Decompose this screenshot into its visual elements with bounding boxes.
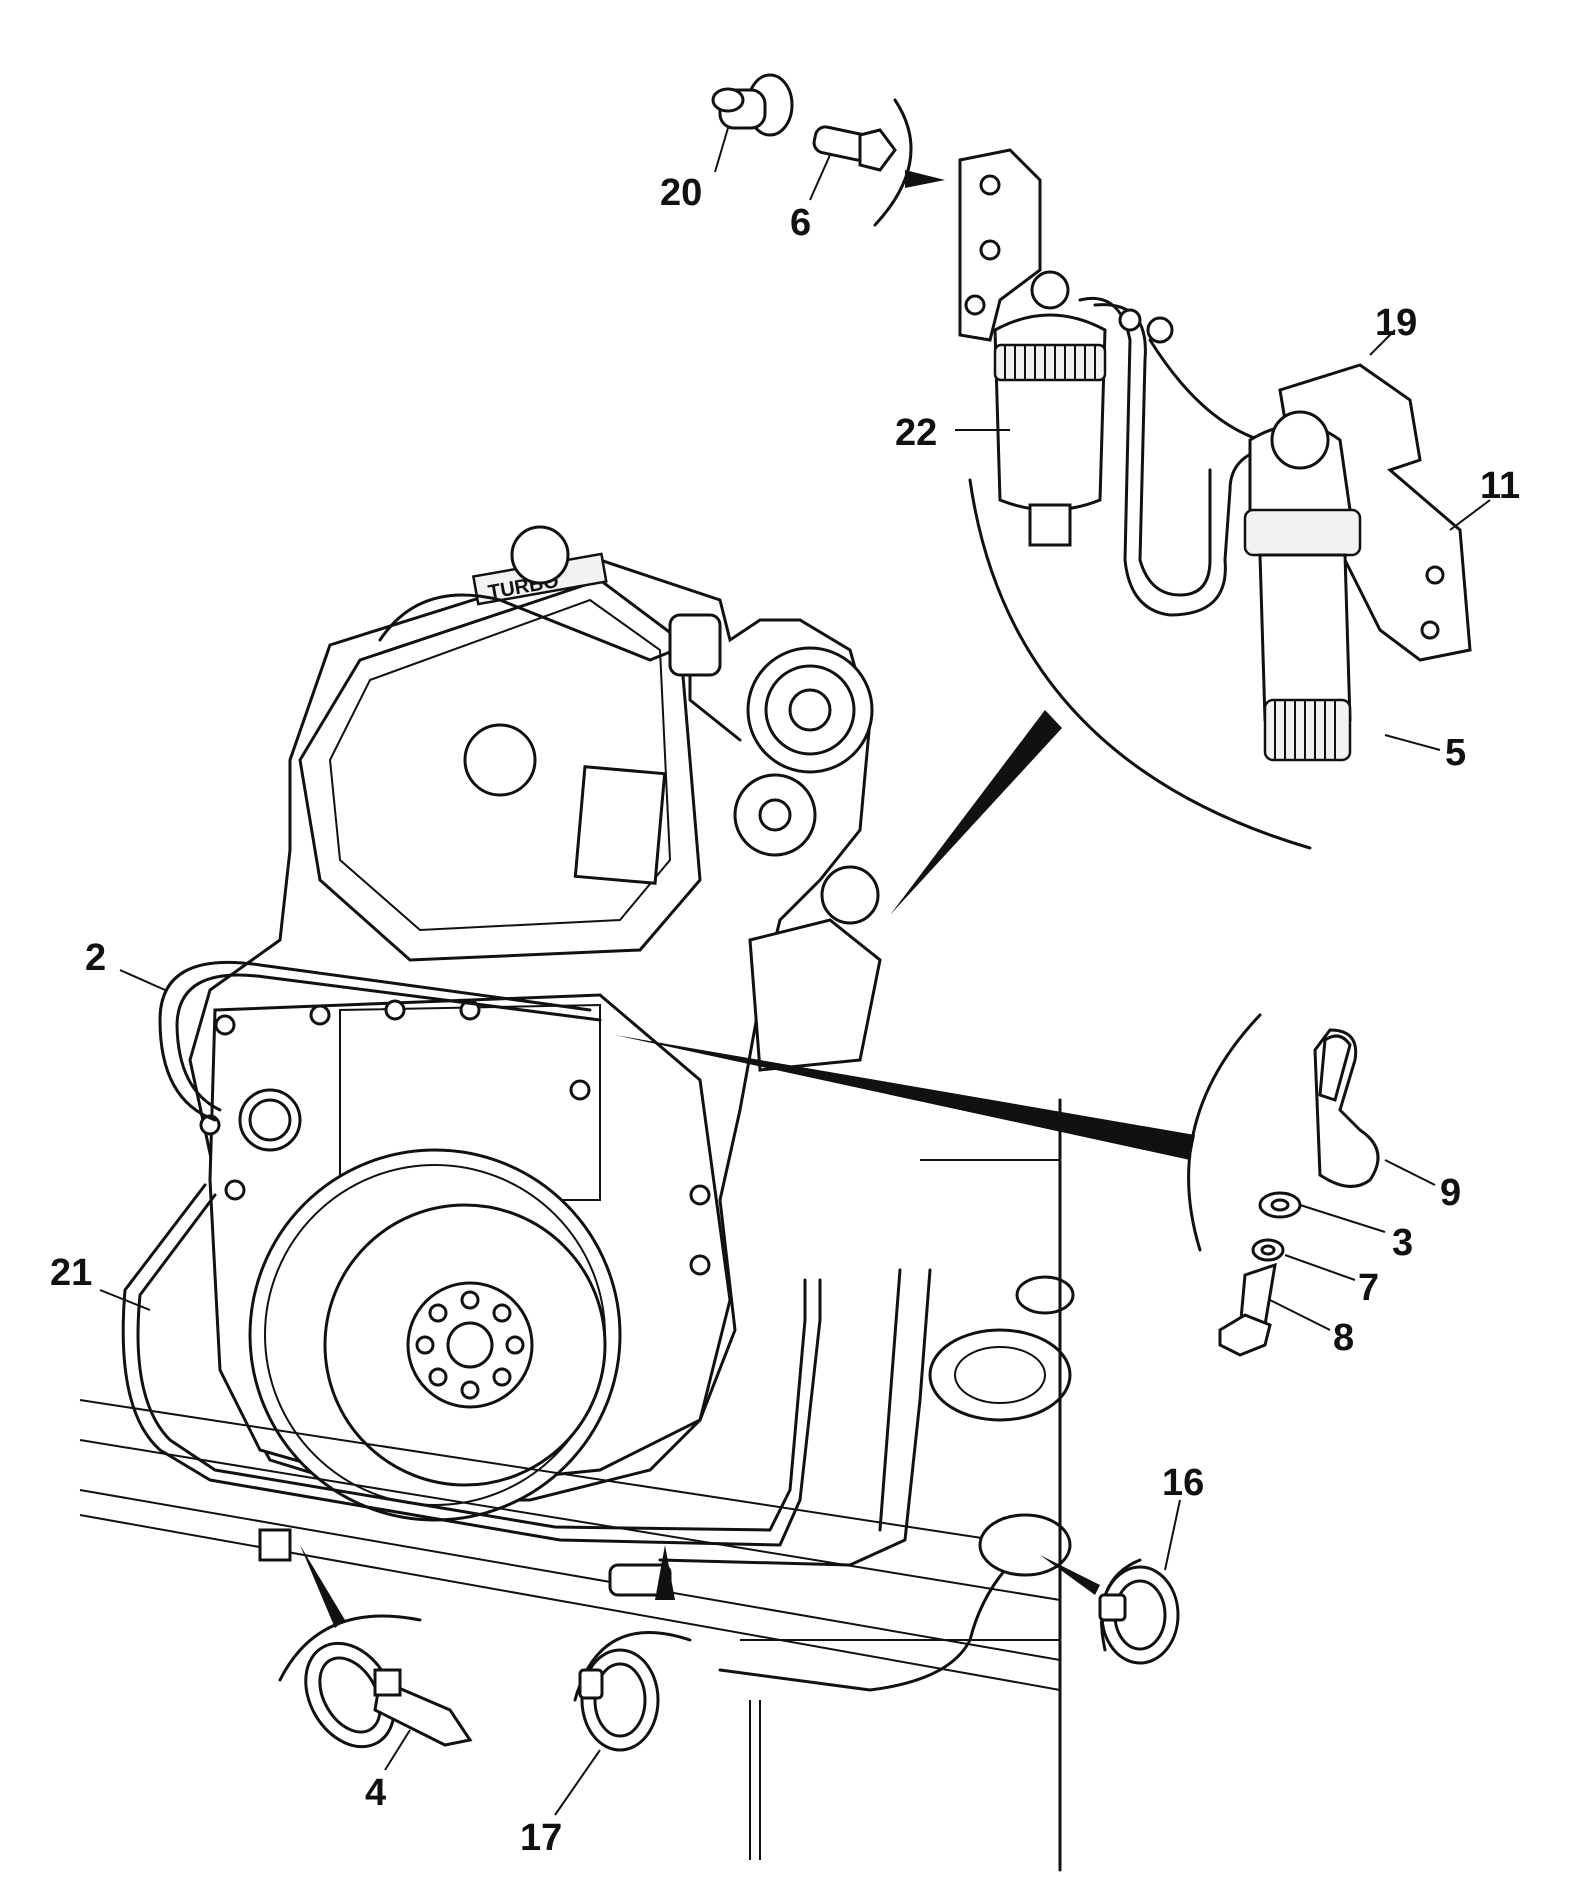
fuel-lines xyxy=(79,960,1075,1872)
hose-clip-detail-16 xyxy=(1040,1555,1180,1665)
callout-8: 8 xyxy=(1333,1317,1354,1359)
callout-17: 17 xyxy=(520,1817,562,1859)
cable-tie-detail xyxy=(278,1545,473,1749)
hose-clip-detail-17 xyxy=(573,1545,692,1752)
callout-labels: 20 6 19 22 11 5 2 9 3 7 21 8 16 4 17 xyxy=(50,172,1520,1859)
part-6-bolt xyxy=(812,125,897,172)
engine-assembly: TURBO xyxy=(188,525,882,1522)
leader-lines xyxy=(99,127,1491,1816)
fuel-filter-detail xyxy=(711,73,1472,915)
callout-11: 11 xyxy=(1480,465,1520,507)
callout-6: 6 xyxy=(790,202,811,244)
callout-2: 2 xyxy=(85,937,106,979)
clamp-detail xyxy=(615,1013,1380,1357)
callout-4: 4 xyxy=(365,1772,386,1814)
callout-20: 20 xyxy=(660,172,702,214)
part-20-grommet xyxy=(711,73,794,137)
callout-9: 9 xyxy=(1440,1172,1461,1214)
callout-21: 21 xyxy=(50,1252,92,1294)
callout-19: 19 xyxy=(1375,302,1417,344)
flywheel-bolts xyxy=(415,1290,525,1400)
callout-22: 22 xyxy=(895,412,937,454)
callout-7: 7 xyxy=(1358,1267,1379,1309)
callout-16: 16 xyxy=(1162,1462,1204,1504)
callout-3: 3 xyxy=(1392,1222,1413,1264)
callout-5: 5 xyxy=(1445,732,1466,774)
